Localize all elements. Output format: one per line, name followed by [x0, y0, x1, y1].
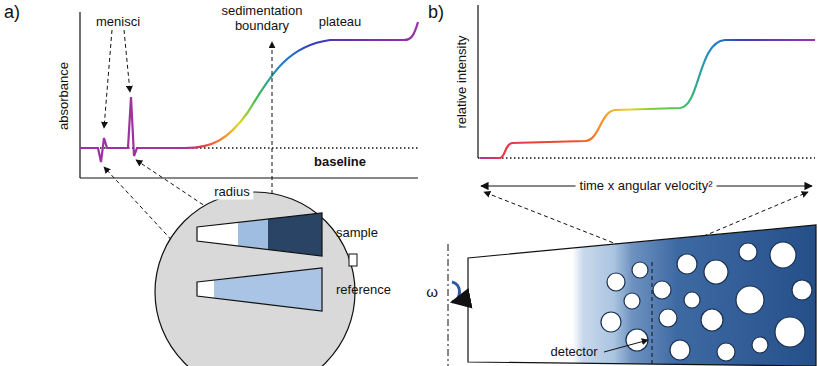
rotor — [155, 192, 357, 366]
axis-label: relative intensity — [455, 35, 470, 128]
cell-b — [448, 225, 816, 366]
axis-label: radius — [210, 185, 253, 200]
annotation: plateau — [319, 15, 362, 30]
annotation: baseline — [314, 155, 366, 170]
axis-label: absorbance — [57, 62, 72, 130]
annotation: menisci — [96, 15, 140, 30]
rotation-symbol: ω — [426, 283, 438, 300]
cell-label: reference — [336, 283, 391, 298]
annotation: sedimentation boundary — [216, 4, 308, 34]
panel-letter: b) — [428, 2, 444, 23]
plot-b — [478, 5, 815, 258]
plot-a — [80, 12, 418, 286]
cell-label: sample — [336, 226, 378, 241]
axis-label: time x angular velocity² — [576, 179, 717, 194]
panel-letter: a) — [4, 2, 20, 23]
annotation: detector — [551, 345, 598, 360]
